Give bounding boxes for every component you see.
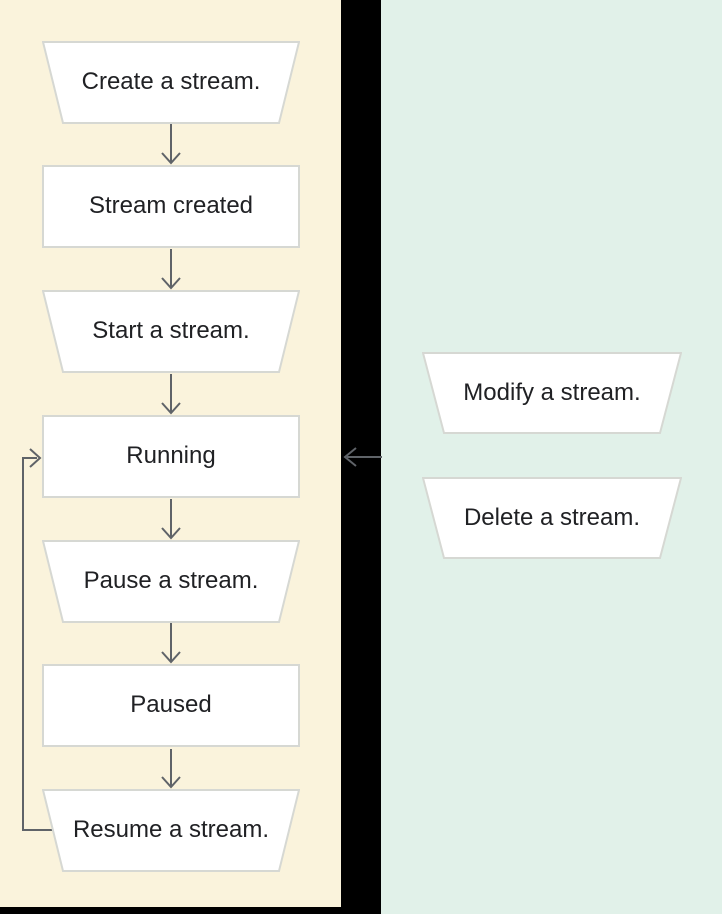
trapezoid-shape [42,41,300,124]
flow-node-pause-a-stream: Pause a stream. [42,540,300,623]
left-arrow-icon [343,447,382,467]
side-actions-panel [381,0,722,914]
node-label: Stream created [88,192,254,220]
trapezoid-shape [42,789,300,872]
node-label: Modify a stream. [463,378,641,406]
trapezoid-shape [42,290,300,373]
node-label: Start a stream. [92,317,250,345]
flow-node-resume-a-stream: Resume a stream. [42,789,300,872]
node-label: Resume a stream. [72,816,270,844]
flow-node-paused: Paused [42,664,300,747]
flow-node-running: Running [42,415,300,498]
flow-node-start-a-stream: Start a stream. [42,290,300,373]
flow-node-create-a-stream: Create a stream. [42,41,300,124]
side-node-modify-a-stream: Modify a stream. [422,352,682,434]
node-label: Pause a stream. [83,567,259,595]
node-label: Running [126,442,216,470]
side-node-delete-a-stream: Delete a stream. [422,477,682,559]
node-label: Paused [130,691,212,719]
trapezoid-shape [422,352,682,434]
node-label: Delete a stream. [463,503,641,531]
trapezoid-shape [422,477,682,559]
node-label: Create a stream. [81,68,261,96]
flow-node-stream-created: Stream created [42,165,300,248]
trapezoid-shape [42,540,300,623]
